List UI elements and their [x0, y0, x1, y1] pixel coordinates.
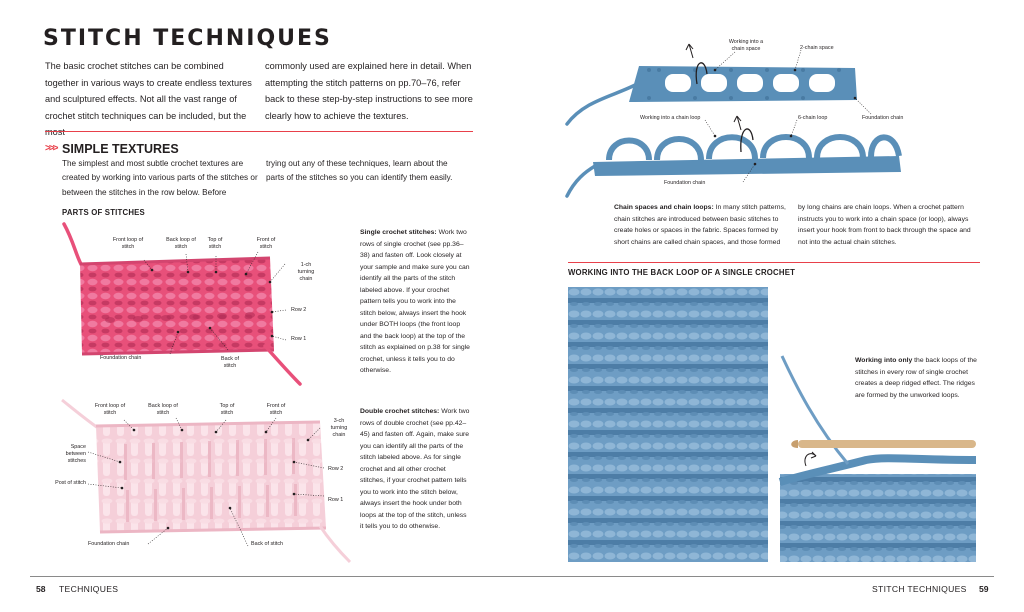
chain-caption-text-1: In many stitch patterns, chain stitches …	[614, 204, 786, 246]
label-dc-top: Top of stitch	[219, 403, 235, 416]
double-crochet-caption-title: Double crochet stitches:	[360, 408, 440, 415]
label-sc-back-loop: Back loop of stitch	[166, 237, 196, 250]
label-dc-row-2: Row 2	[328, 466, 344, 472]
label-sc-turning-chain: 1-ch turning chain	[297, 262, 315, 282]
double-crochet-swatch-image	[61, 398, 352, 564]
label-dc-foundation-chain: Foundation chain	[88, 541, 130, 547]
chain-caption-title: Chain spaces and chain loops:	[614, 204, 714, 211]
back-loop-swatch-small-image	[778, 355, 977, 562]
label-dc-front-of: Front of stitch	[266, 403, 286, 416]
single-crochet-caption: Single crochet stitches: Work two rows o…	[360, 227, 470, 377]
page-number-left: 58	[36, 584, 46, 594]
intro-column-2: commonly used are explained here in deta…	[265, 61, 473, 121]
label-dc-front-loop: Front loop of stitch	[94, 403, 126, 416]
label-working-chain-space: Working into a chain space	[728, 39, 764, 52]
page-title: STITCH TECHNIQUES	[43, 26, 332, 51]
section-heading-simple-textures: SIMPLE TEXTURES	[62, 142, 179, 156]
simple-textures-text-1: The simplest and most subtle crochet tex…	[62, 159, 258, 197]
label-sc-row-2: Row 2	[291, 307, 307, 313]
back-loop-swatch-large-image	[568, 287, 768, 562]
label-sc-front-of: Front of stitch	[256, 237, 276, 250]
section-divider	[45, 131, 473, 132]
chain-spaces-image	[565, 43, 902, 198]
label-2-chain-space: 2-chain space	[800, 45, 834, 51]
simple-textures-text-2: trying out any of these techniques, lear…	[266, 159, 453, 183]
label-sc-back-of: Back of stitch	[221, 356, 239, 369]
label-dc-post: Post of stitch	[55, 480, 86, 486]
label-6-chain-loop: 6-chain loop	[798, 115, 828, 121]
footer-rule	[30, 576, 994, 577]
label-sc-top: Top of stitch	[207, 237, 223, 250]
right-section-divider	[568, 262, 980, 263]
chain-caption-1: Chain spaces and chain loops: In many st…	[614, 202, 794, 248]
label-foundation-chain-top: Foundation chain	[862, 115, 904, 121]
label-dc-turning-chain: 3-ch turning chain	[330, 418, 348, 438]
double-crochet-caption-text: Work two rows of double crochet (see pp.…	[360, 408, 470, 530]
intro-column-1: The basic crochet stitches can be combin…	[45, 61, 252, 137]
footer-label-right: STITCH TECHNIQUES	[872, 584, 967, 594]
label-dc-row-1: Row 1	[328, 497, 344, 503]
label-working-chain-loop: Working into a chain loop	[640, 115, 701, 121]
single-crochet-caption-text: Work two rows of single crochet (see pp.…	[360, 229, 470, 374]
label-dc-back-of: Back of stitch	[251, 541, 284, 547]
back-loop-caption-title: Working into only	[855, 357, 913, 364]
label-dc-back-loop: Back loop of stitch	[148, 403, 178, 416]
label-sc-row-1: Row 1	[291, 336, 307, 342]
footer-label-left: TECHNIQUES	[59, 584, 119, 594]
label-foundation-chain-bottom: Foundation chain	[664, 180, 706, 186]
back-loop-caption: Working into only the back loops of the …	[855, 355, 983, 401]
label-dc-space-between: Space between stitches	[65, 444, 86, 464]
back-loop-heading: WORKING INTO THE BACK LOOP OF A SINGLE C…	[568, 268, 796, 277]
section-arrow-icon: >>>	[45, 143, 58, 154]
label-sc-foundation-chain: Foundation chain	[100, 355, 142, 361]
single-crochet-caption-title: Single crochet stitches:	[360, 229, 437, 236]
back-loop-caption-text: the back loops of the stitches in every …	[855, 357, 977, 399]
chain-caption-2: by long chains are chain loops. When a c…	[798, 204, 971, 246]
label-sc-front-loop: Front loop of stitch	[112, 237, 144, 250]
single-crochet-swatch-image	[62, 222, 302, 386]
parts-of-stitches-heading: PARTS OF STITCHES	[62, 208, 145, 217]
page-number-right: 59	[979, 584, 989, 594]
double-crochet-caption: Double crochet stitches: Work two rows o…	[360, 406, 470, 533]
